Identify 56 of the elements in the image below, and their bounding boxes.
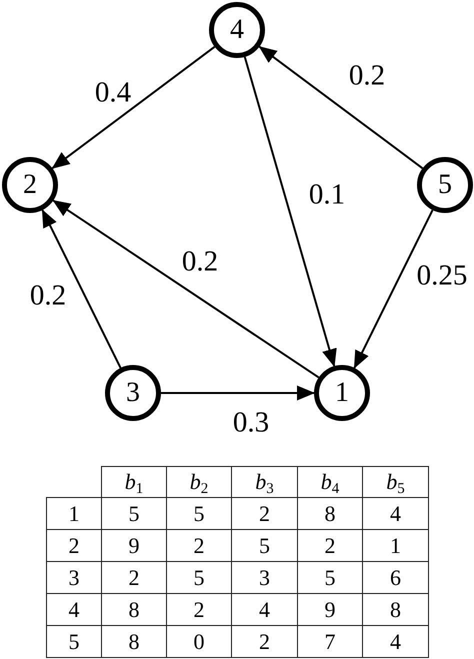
table-cell: 7 bbox=[298, 626, 362, 658]
arrow bbox=[52, 200, 320, 378]
column-header: b$_{1}$ bbox=[102, 466, 166, 498]
table-cell: 1 bbox=[362, 530, 428, 562]
column-header: b$_{3}$ bbox=[232, 466, 298, 498]
table-cell: 4 bbox=[362, 626, 428, 658]
node-number: 1 bbox=[335, 379, 349, 407]
row-header: 5 bbox=[46, 626, 102, 658]
edge-label: 0.25 bbox=[416, 262, 468, 290]
node-number: 3 bbox=[126, 379, 140, 407]
row-header: 3 bbox=[46, 562, 102, 594]
table-cell: 2 bbox=[166, 530, 232, 562]
table-cell: 0 bbox=[166, 626, 232, 658]
arrow bbox=[161, 386, 315, 400]
table-cell: 4 bbox=[232, 594, 298, 626]
table-cell: 9 bbox=[298, 594, 362, 626]
edge-label: 0.2 bbox=[348, 62, 386, 90]
table-cell: 5 bbox=[298, 562, 362, 594]
column-header: b$_{5}$ bbox=[362, 466, 428, 498]
table-cell: 4 bbox=[362, 498, 428, 530]
arrow bbox=[52, 46, 216, 170]
edge-label: 0.2 bbox=[182, 248, 218, 276]
table-cell: 8 bbox=[362, 594, 428, 626]
table-cell: 5 bbox=[102, 498, 166, 530]
arrow bbox=[354, 210, 434, 369]
table-cell: 8 bbox=[102, 626, 166, 658]
table-cell: 2 bbox=[232, 626, 298, 658]
edge-label: 0.4 bbox=[94, 78, 132, 108]
row-header: 1 bbox=[46, 498, 102, 530]
row-header: 4 bbox=[46, 594, 102, 626]
row-header: 2 bbox=[46, 530, 102, 562]
edge-label: 0.3 bbox=[232, 408, 270, 438]
table-cell: 5 bbox=[166, 498, 232, 530]
table-cell: 8 bbox=[298, 498, 362, 530]
graph-node bbox=[2, 157, 58, 213]
node-number: 2 bbox=[23, 171, 37, 199]
table-cell: 3 bbox=[232, 562, 298, 594]
table-cell: 2 bbox=[232, 498, 298, 530]
arrow bbox=[42, 209, 122, 368]
table-cell: 6 bbox=[362, 562, 428, 594]
edge-label: 0.2 bbox=[30, 282, 66, 310]
arrow bbox=[258, 46, 424, 170]
table-cell: 2 bbox=[298, 530, 362, 562]
table-cell: 2 bbox=[102, 562, 166, 594]
node-number: 5 bbox=[438, 171, 452, 199]
table-cell: 5 bbox=[166, 562, 232, 594]
table-cell: 2 bbox=[166, 594, 232, 626]
table-cell: 5 bbox=[232, 530, 298, 562]
column-header: b$_{2}$ bbox=[166, 466, 232, 498]
column-header: b$_{4}$ bbox=[298, 466, 362, 498]
table-cell: 9 bbox=[102, 530, 166, 562]
arrow bbox=[244, 56, 337, 368]
graph-node bbox=[209, 2, 265, 58]
node-number: 4 bbox=[230, 16, 244, 44]
table-cell: 8 bbox=[102, 594, 166, 626]
edge-label: 0.1 bbox=[308, 180, 346, 210]
